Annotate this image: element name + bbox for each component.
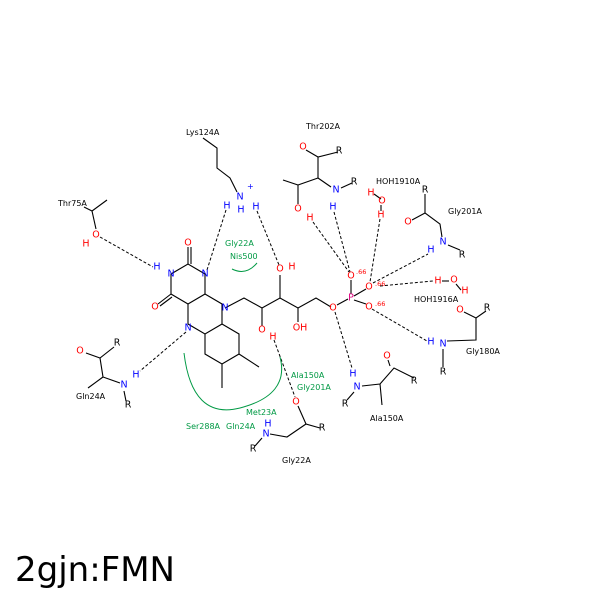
atom-label: .66 [375,300,385,308]
residue-atoms: N + H H H O R N R H O H H O H R O N H R … [76,142,490,455]
atom-label: R [336,146,343,157]
residue-label-gln24: Gln24A [76,392,106,401]
hydrophobic-label: Gly22A [225,239,254,248]
atom-label: H [252,202,259,213]
atom-label: + [247,182,254,191]
atom-label: H [367,188,374,199]
atom-label: O [151,302,158,313]
atom-label: H [427,245,434,256]
atom-label: O [404,217,411,228]
atom-label: H [306,213,313,224]
hydrophobic-label: Nis500 [230,252,258,261]
atom-label: H [269,332,276,343]
atom-label: O [378,196,385,207]
atom-label: N [439,339,446,350]
atom-label: R [351,177,358,188]
atom-label: O [383,351,390,362]
atom-label: R [422,185,429,196]
atom-label: R [459,250,466,261]
atom-label: N [167,269,174,280]
atom-label: H [288,262,295,273]
residue-label-thr75: Thr75A [57,199,87,208]
atom-label: O [76,346,83,357]
atom-label: O [365,302,372,313]
atom-label: R [440,367,447,378]
diagram-title: 2gjn:FMN [15,550,175,590]
atom-label: N [262,429,269,440]
atom-label: N [236,192,243,203]
atom-label: O [347,271,354,282]
atom-label: N [221,303,228,314]
residue-label-gly180: Gly180A [466,347,500,356]
atom-label: O [292,397,299,408]
flavin-bonds [157,247,367,388]
atom-label: .66 [375,280,385,288]
atom-label: H [434,276,441,287]
atom-label: H [264,419,271,430]
atom-label: H [237,205,244,216]
hydrophobic-label: Met23A [246,408,277,417]
hydrophobic-label: Gln24A [226,422,256,431]
atom-label: R [342,399,349,410]
atom-label: O [456,305,463,316]
atom-label: N [120,380,127,391]
atom-label: H [132,370,139,381]
residue-label-hoh1910: HOH1910A [376,177,421,186]
atom-label: O [329,303,336,314]
atom-label: H [427,337,434,348]
residue-label-lys124: Lys124A [186,128,220,137]
atom-label: R [250,444,257,455]
atom-label: H [461,286,468,297]
atom-label: O [184,238,191,249]
hydrophobic-label: Ala150A [291,371,325,380]
residue-label-ala150: Ala150A [370,414,404,423]
residue-bonds [83,137,487,447]
residue-label-gly22: Gly22A [282,456,311,465]
atom-label: O [299,142,306,153]
atom-label: H [377,210,384,221]
atom-label: N [332,185,339,196]
residue-label-hoh1916: HOH1916A [414,295,459,304]
atom-label: H [349,369,356,380]
atom-label: R [411,376,418,387]
atom-label: O [294,204,301,215]
atom-label: O [365,282,372,293]
hydrophobic-arc-bottom [183,352,283,411]
atom-label: O [92,230,99,241]
hydrophobic-arc-top [231,262,258,272]
hydrogen-bonds [99,209,434,398]
atom-label: H [153,262,160,273]
atom-label: R [114,338,121,349]
atom-label: N [201,269,208,280]
atom-label: R [319,423,326,434]
atom-label: OH [293,323,308,334]
atom-label: O [276,264,283,275]
residue-label-thr202: Thr202A [305,122,341,131]
atom-label: .66 [356,268,366,276]
residue-label-gly201: Gly201A [448,207,482,216]
ligand-atoms: O N H N O N N O H O H OH O P O .66 O .66… [151,238,385,343]
atom-label: O [450,275,457,286]
atom-label: H [223,201,230,212]
atom-label: N [439,237,446,248]
atom-label: N [184,323,191,334]
atom-label: O [258,325,265,336]
atom-label: R [484,303,491,314]
atom-label: H [82,239,89,250]
hydrophobic-label: Gly201A [297,383,331,392]
hydrophobic-label: Ser288A [186,422,221,431]
atom-label: H [329,202,336,213]
atom-label: R [125,400,132,411]
atom-label: N [353,382,360,393]
atom-label: P [348,293,354,304]
